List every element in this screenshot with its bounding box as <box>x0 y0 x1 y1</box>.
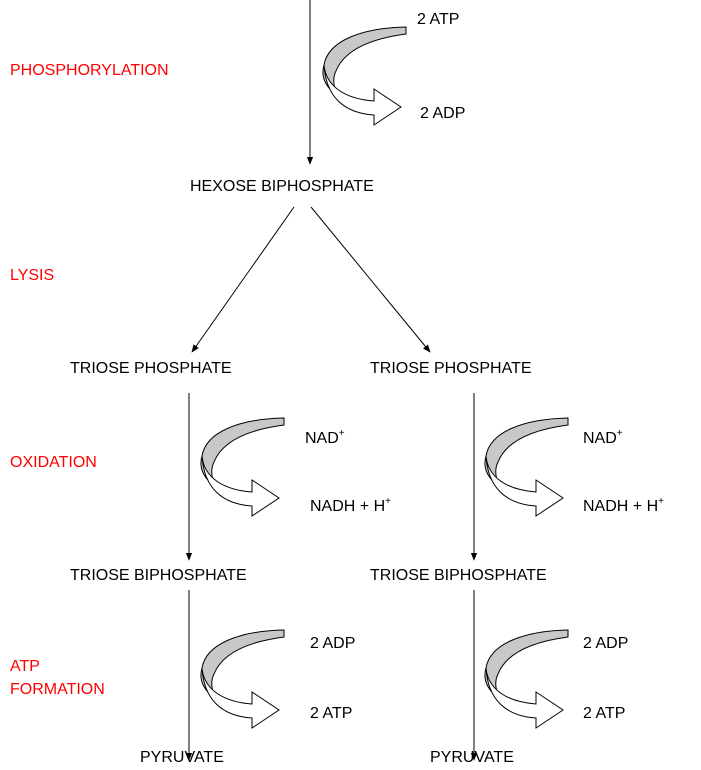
cofactor-phos-out: 2 ADP <box>420 105 465 122</box>
cofactor-atp-left: 2 ATP <box>310 705 352 722</box>
cofactor-atp-right: 2 ATP <box>583 705 625 722</box>
node-triose-biphosphate-left: TRIOSE BIPHOSPHATE <box>70 567 247 584</box>
stage-oxidation: OXIDATION <box>10 454 97 471</box>
cofactor-nadh-left: NADH + H+ <box>310 496 391 515</box>
stage-atp-formation-line1: ATP <box>10 658 40 675</box>
curved-arrow-oxidation-right <box>484 417 569 517</box>
stage-phosphorylation: PHOSPHORYLATION <box>10 62 169 79</box>
cofactor-adp-right: 2 ADP <box>583 635 628 652</box>
cofactor-nadh-right: NADH + H+ <box>583 496 664 515</box>
arrow-hexose-to-triose-right <box>310 206 431 353</box>
node-pyruvate-left: PYRUVATE <box>140 749 224 766</box>
arrow-hexose-to-triose-left <box>191 206 295 353</box>
node-triose-phosphate-left: TRIOSE PHOSPHATE <box>70 360 232 377</box>
curved-arrow-atp-left <box>200 629 285 729</box>
node-triose-phosphate-right: TRIOSE PHOSPHATE <box>370 360 532 377</box>
cofactor-nad-right: NAD+ <box>583 428 623 447</box>
stage-lysis: LYSIS <box>10 267 54 284</box>
curved-arrow-phosphorylation <box>322 26 407 126</box>
curved-arrow-oxidation-left <box>200 417 285 517</box>
node-pyruvate-right: PYRUVATE <box>430 749 514 766</box>
node-hexose-biphosphate: HEXOSE BIPHOSPHATE <box>190 178 374 195</box>
node-triose-biphosphate-right: TRIOSE BIPHOSPHATE <box>370 567 547 584</box>
cofactor-phos-in: 2 ATP <box>417 11 459 28</box>
cofactor-nad-left: NAD+ <box>305 428 345 447</box>
cofactor-adp-left: 2 ADP <box>310 635 355 652</box>
stage-atp-formation-line2: FORMATION <box>10 681 105 698</box>
curved-arrow-atp-right <box>484 629 569 729</box>
